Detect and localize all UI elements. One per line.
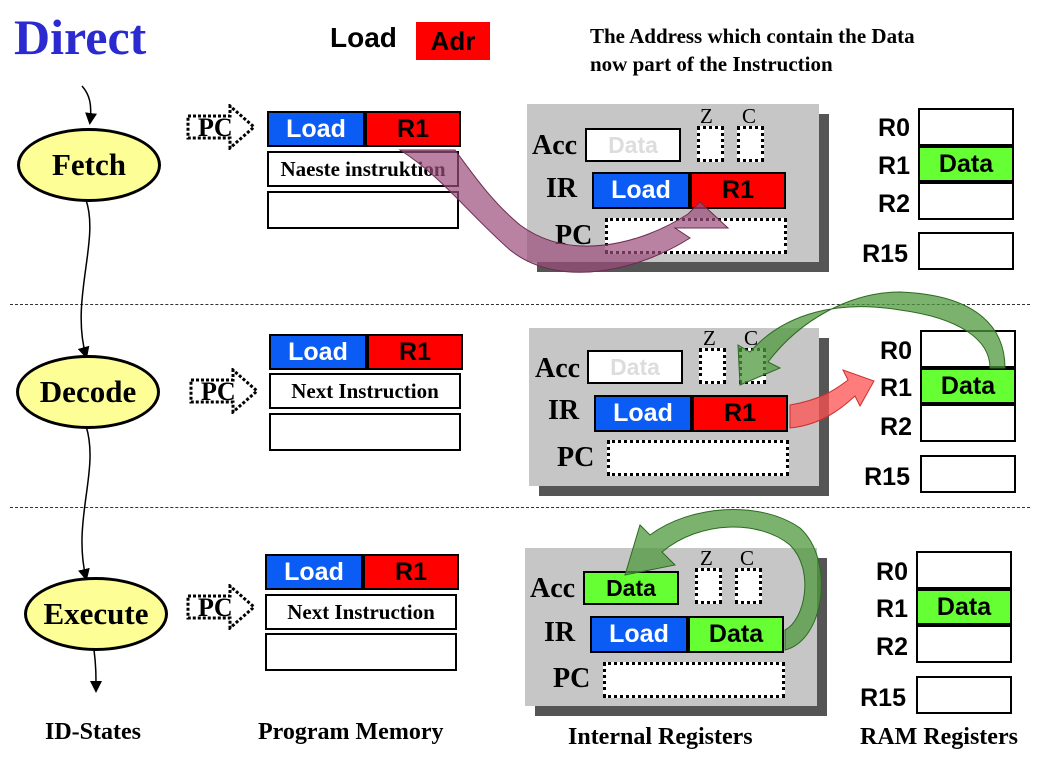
acc-value: Data <box>583 571 679 605</box>
flag-c-box <box>735 568 762 604</box>
flag-c-label: C <box>742 104 757 128</box>
state-execute: Execute <box>24 577 168 651</box>
mem-opcode: Load <box>269 334 367 370</box>
flag-z-box <box>697 126 724 162</box>
pc-label: PC <box>557 442 595 473</box>
state-decode: Decode <box>16 355 160 429</box>
ram-label-r0: R0 <box>880 337 912 365</box>
footer-id-states: ID-States <box>45 719 141 745</box>
ram-r15 <box>918 232 1014 270</box>
pc-pointer-label: PC <box>201 377 236 406</box>
separator-1 <box>10 304 1030 305</box>
mem-empty <box>267 191 459 229</box>
ir-label: IR <box>548 395 580 426</box>
mem-operand: R1 <box>367 334 463 370</box>
note: The Address which contain the Data now p… <box>590 22 1030 78</box>
pc-register <box>603 662 785 698</box>
acc-label: Acc <box>535 353 581 384</box>
ram-label-r1: R1 <box>880 374 912 402</box>
ir-opcode: Load <box>592 172 690 209</box>
flag-z-box <box>699 348 726 384</box>
ram-label-r15: R15 <box>862 240 908 268</box>
mem-opcode: Load <box>267 111 365 147</box>
ir-operand: R1 <box>690 172 786 209</box>
state-fetch: Fetch <box>17 128 161 202</box>
flag-z-box <box>695 568 722 604</box>
footer-internal-registers: Internal Registers <box>568 724 753 750</box>
ir-label: IR <box>544 617 576 648</box>
ram-label-r15: R15 <box>864 463 910 491</box>
mem-next-instruction: Next Instruction <box>269 373 461 409</box>
pc-label: PC <box>553 663 591 694</box>
legend-adr: Adr <box>416 22 490 60</box>
acc-label: Acc <box>530 573 576 604</box>
ram-r15 <box>916 676 1012 714</box>
acc-value: Data <box>585 128 681 162</box>
mem-opcode: Load <box>265 554 363 590</box>
legend-load: Load <box>330 22 397 53</box>
acc-label: Acc <box>532 130 578 161</box>
pc-arrow-icon <box>186 584 256 630</box>
ram-r1: Data <box>920 368 1016 404</box>
flag-c-box <box>737 126 764 162</box>
ram-r1: Data <box>918 146 1014 182</box>
page-title: Direct <box>14 9 147 65</box>
ir-operand: R1 <box>692 395 788 432</box>
mem-operand: R1 <box>365 111 461 147</box>
acc-value: Data <box>587 350 683 384</box>
ram-r2 <box>918 182 1014 220</box>
ram-label-r0: R0 <box>876 558 908 586</box>
ram-label-r2: R2 <box>880 413 912 441</box>
mem-operand: R1 <box>363 554 459 590</box>
ram-r0 <box>916 551 1012 589</box>
ir-operand: Data <box>688 616 784 653</box>
flag-z-label: Z <box>700 546 713 570</box>
flag-z-label: Z <box>703 326 716 350</box>
ram-label-r2: R2 <box>878 190 910 218</box>
mem-empty <box>269 413 461 451</box>
separator-2 <box>10 507 1030 508</box>
pc-register <box>607 440 789 476</box>
ir-opcode: Load <box>594 395 692 432</box>
note-line-2: now part of the Instruction <box>590 52 833 76</box>
pc-pointer-label: PC <box>198 593 233 622</box>
ram-r15 <box>920 455 1016 493</box>
ir-opcode: Load <box>590 616 688 653</box>
ram-r2 <box>920 404 1016 442</box>
ram-r0 <box>918 108 1014 146</box>
footer-program-memory: Program Memory <box>258 719 444 745</box>
ram-label-r2: R2 <box>876 633 908 661</box>
pc-pointer-label: PC <box>198 113 233 142</box>
ram-label-r0: R0 <box>878 114 910 142</box>
flag-z-label: Z <box>700 104 713 128</box>
ram-r1: Data <box>916 589 1012 625</box>
mem-next-instruction: Next Instruction <box>265 594 457 630</box>
pc-arrow-icon <box>189 368 259 414</box>
flag-c-label: C <box>740 546 755 570</box>
ram-label-r1: R1 <box>878 152 910 180</box>
flag-c-label: C <box>744 326 759 350</box>
ram-r2 <box>916 625 1012 663</box>
ram-label-r1: R1 <box>876 595 908 623</box>
mem-empty <box>265 633 457 671</box>
footer-ram-registers: RAM Registers <box>860 724 1018 750</box>
ir-label: IR <box>546 173 578 204</box>
ram-label-r15: R15 <box>860 684 906 712</box>
note-line-1: The Address which contain the Data <box>590 24 915 48</box>
pc-arrow-icon <box>186 104 256 150</box>
